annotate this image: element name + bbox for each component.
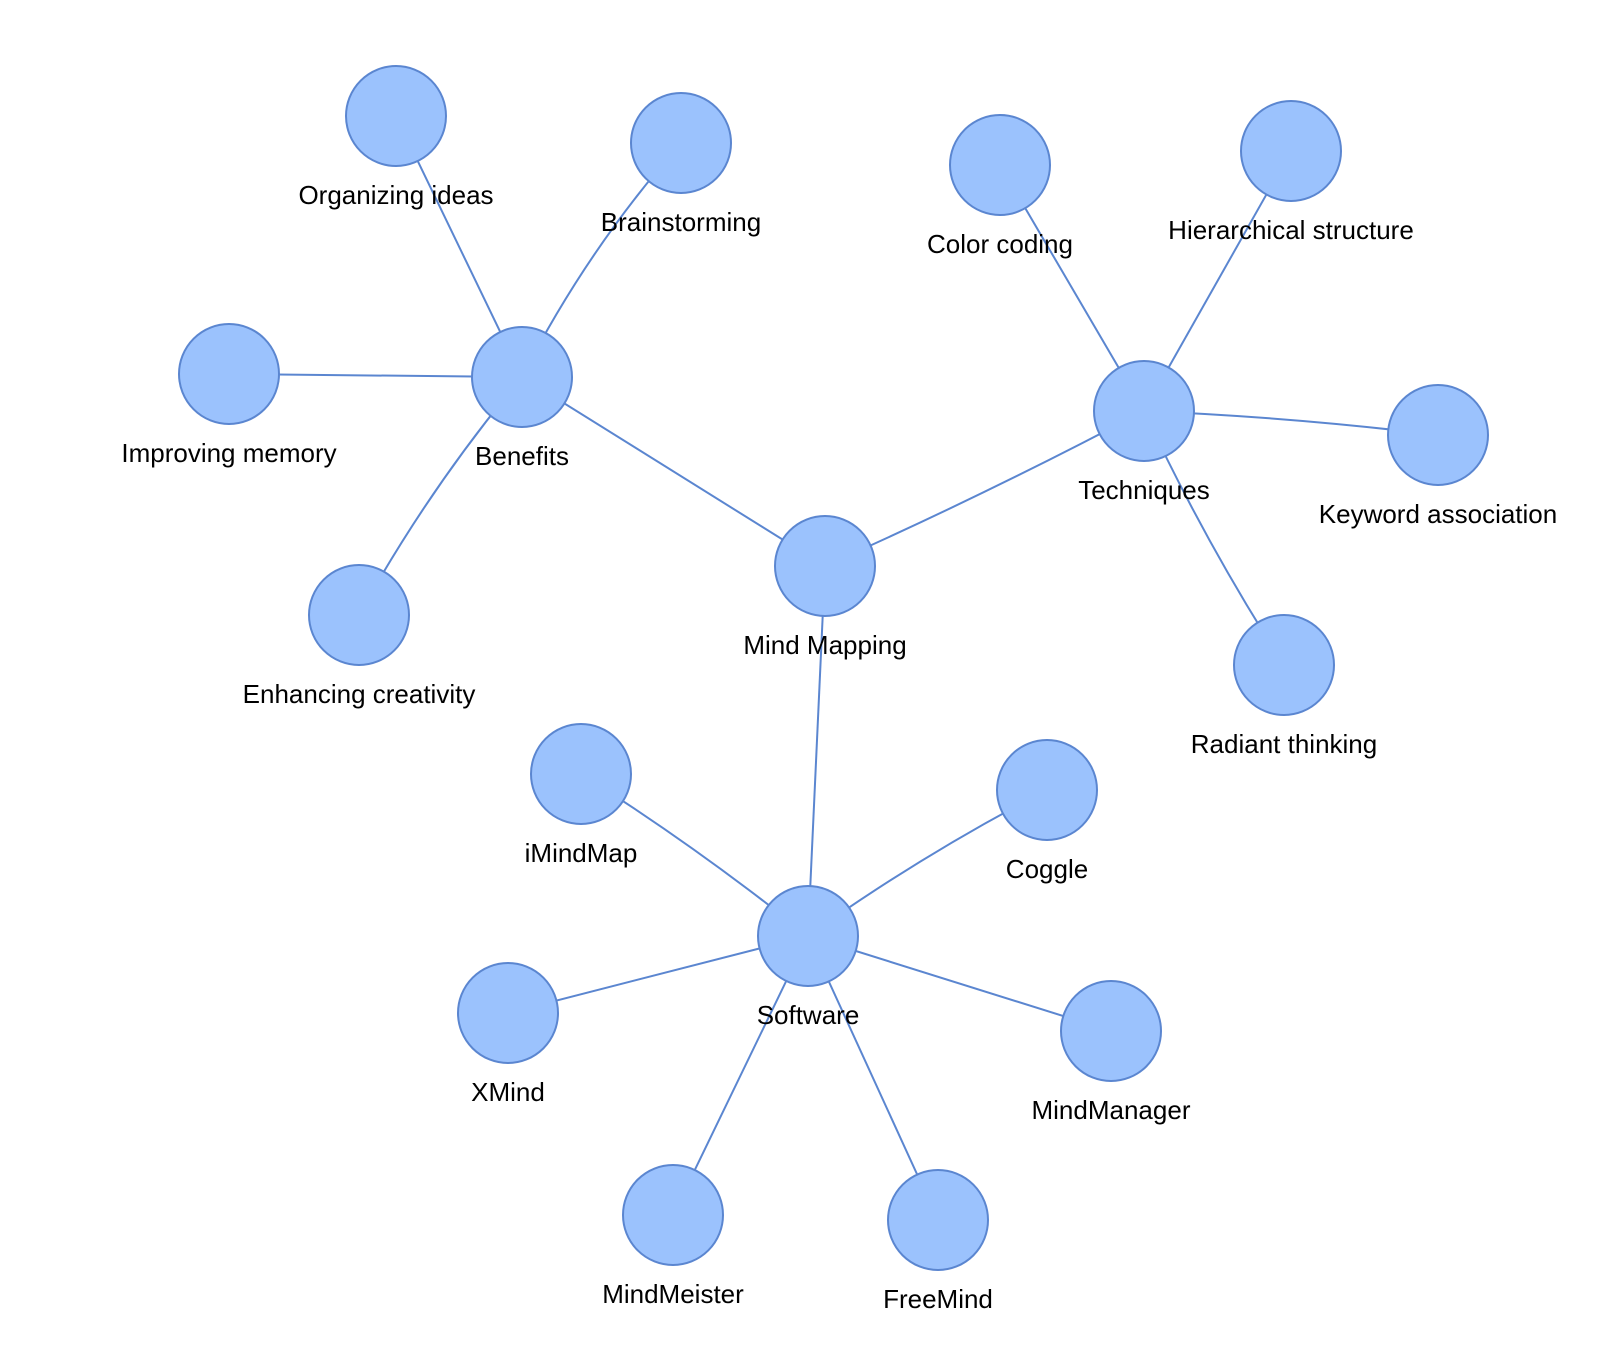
node-circle-freemind[interactable] — [887, 1169, 989, 1271]
node-label-mindmanager: MindManager — [1032, 1095, 1191, 1125]
node-label-software: Software — [757, 1000, 860, 1030]
node-circle-radiant-thinking[interactable] — [1233, 614, 1335, 716]
node-label-improving-memory: Improving memory — [121, 438, 336, 468]
node-label-hierarchical-structure: Hierarchical structure — [1168, 215, 1414, 245]
node-circle-coggle[interactable] — [996, 739, 1098, 841]
node-mindmanager[interactable]: MindManager — [1032, 980, 1191, 1125]
node-label-techniques: Techniques — [1078, 475, 1210, 505]
node-circle-improving-memory[interactable] — [178, 323, 280, 425]
node-label-brainstorming: Brainstorming — [601, 207, 761, 237]
node-mindmeister[interactable]: MindMeister — [602, 1164, 744, 1309]
node-coggle[interactable]: Coggle — [996, 739, 1098, 884]
node-circle-mind-mapping[interactable] — [774, 515, 876, 617]
node-xmind[interactable]: XMind — [457, 962, 559, 1107]
node-enhancing-creativity[interactable]: Enhancing creativity — [243, 564, 476, 709]
node-circle-enhancing-creativity[interactable] — [308, 564, 410, 666]
node-software[interactable]: Software — [757, 885, 860, 1030]
node-organizing-ideas[interactable]: Organizing ideas — [298, 65, 494, 210]
node-imindmap[interactable]: iMindMap — [525, 723, 638, 868]
node-improving-memory[interactable]: Improving memory — [121, 323, 337, 468]
edge-mind-mapping-to-benefits — [521, 376, 826, 567]
node-label-keyword-association: Keyword association — [1319, 499, 1557, 529]
node-circle-imindmap[interactable] — [530, 723, 632, 825]
node-mind-mapping[interactable]: Mind Mapping — [743, 515, 907, 660]
node-benefits[interactable]: Benefits — [471, 326, 573, 471]
node-circle-mindmanager[interactable] — [1060, 980, 1162, 1082]
node-circle-hierarchical-structure[interactable] — [1240, 100, 1342, 202]
node-circle-brainstorming[interactable] — [630, 92, 732, 194]
node-keyword-association[interactable]: Keyword association — [1319, 384, 1557, 529]
node-label-benefits: Benefits — [475, 441, 569, 471]
node-label-color-coding: Color coding — [927, 229, 1073, 259]
node-color-coding[interactable]: Color coding — [927, 114, 1073, 259]
node-label-xmind: XMind — [471, 1077, 545, 1107]
node-circle-benefits[interactable] — [471, 326, 573, 428]
node-label-enhancing-creativity: Enhancing creativity — [243, 679, 476, 709]
node-circle-keyword-association[interactable] — [1387, 384, 1489, 486]
node-techniques[interactable]: Techniques — [1078, 360, 1210, 505]
node-circle-xmind[interactable] — [457, 962, 559, 1064]
node-freemind[interactable]: FreeMind — [883, 1169, 993, 1314]
node-label-imindmap: iMindMap — [525, 838, 638, 868]
node-circle-mindmeister[interactable] — [622, 1164, 724, 1266]
node-label-radiant-thinking: Radiant thinking — [1191, 729, 1377, 759]
node-label-mind-mapping: Mind Mapping — [743, 630, 906, 660]
node-label-mindmeister: MindMeister — [602, 1279, 744, 1309]
node-radiant-thinking[interactable]: Radiant thinking — [1191, 614, 1377, 759]
node-circle-software[interactable] — [757, 885, 859, 987]
node-hierarchical-structure[interactable]: Hierarchical structure — [1168, 100, 1414, 245]
node-circle-color-coding[interactable] — [949, 114, 1051, 216]
node-brainstorming[interactable]: Brainstorming — [601, 92, 761, 237]
node-label-coggle: Coggle — [1006, 854, 1088, 884]
node-label-freemind: FreeMind — [883, 1284, 993, 1314]
edge-mind-mapping-to-software — [807, 565, 826, 937]
node-circle-techniques[interactable] — [1093, 360, 1195, 462]
node-circle-organizing-ideas[interactable] — [345, 65, 447, 167]
node-label-organizing-ideas: Organizing ideas — [298, 180, 493, 210]
